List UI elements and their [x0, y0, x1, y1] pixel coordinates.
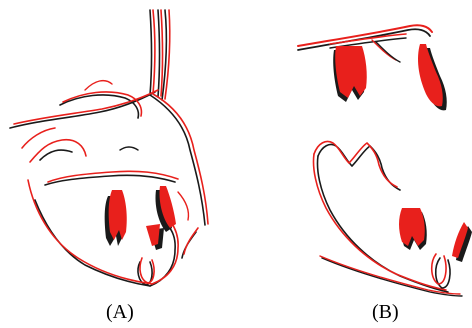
- panel-a-molar-teeth: [105, 190, 164, 250]
- panel-a-superimposition: [10, 10, 208, 286]
- panel-b-mandibular-incisor: [452, 222, 472, 262]
- panel-a-label: (A): [106, 302, 134, 322]
- panel-b-mandibular-molar: [399, 208, 427, 250]
- panel-b-label: (B): [372, 302, 399, 322]
- panel-b-mandible: [314, 141, 463, 296]
- panel-a-before-tracing: [10, 10, 205, 286]
- panel-b-maxillary-molar: [333, 46, 367, 102]
- panel-b-maxillary-incisor: [418, 44, 447, 110]
- panel-b-superimposition: [298, 25, 472, 296]
- panel-b-maxilla: [298, 25, 432, 62]
